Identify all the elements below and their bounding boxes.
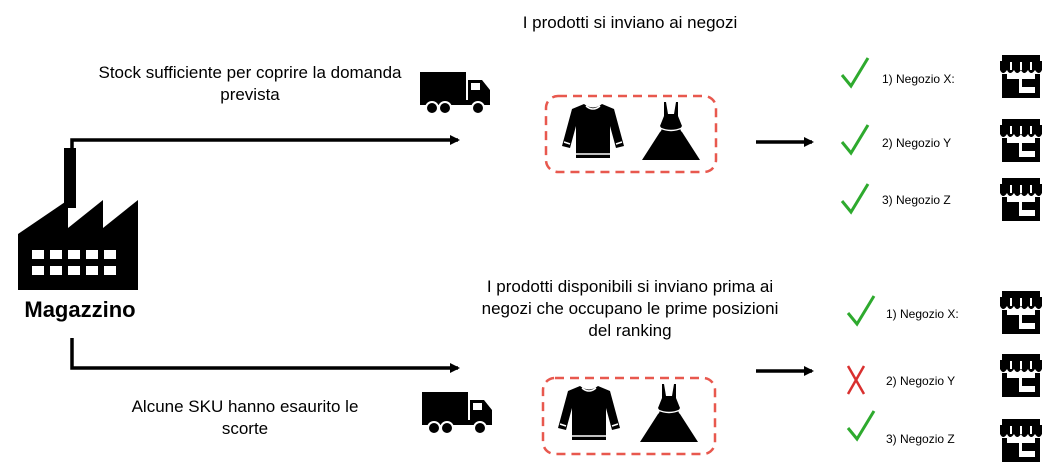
- store-label: 3) Negozio Z: [882, 193, 951, 207]
- store-icon: [999, 353, 1043, 398]
- check-icon: [840, 57, 870, 89]
- check-icon: [840, 183, 870, 215]
- sweater-icon-bottom: [557, 385, 621, 441]
- bottom-flow-caption: I prodotti disponibili si inviano prima …: [481, 277, 779, 340]
- store-icon: [999, 290, 1043, 335]
- store-label: 2) Negozio Y: [886, 374, 956, 388]
- check-icon: [840, 124, 870, 156]
- truck-icon-top: [419, 71, 491, 115]
- store-icon: [999, 177, 1043, 222]
- dress-icon-top: [641, 101, 701, 161]
- factory-icon: [18, 148, 138, 290]
- warehouse-label: Magazzino: [24, 297, 136, 322]
- top-products-box: [544, 94, 718, 174]
- store-icon: [999, 418, 1043, 463]
- store-label: 2) Negozio Y: [882, 136, 952, 150]
- check-icon: [846, 295, 876, 327]
- check-icon: [846, 410, 876, 442]
- store-label: 1) Negozio X:: [882, 72, 955, 86]
- dress-icon-bottom: [639, 383, 699, 443]
- cross-icon: [846, 365, 866, 395]
- truck-icon-bottom: [421, 391, 493, 435]
- bottom-flow-condition: Alcune SKU hanno esaurito le scorte: [131, 397, 359, 439]
- store-icon: [999, 54, 1043, 99]
- top-flow-caption: I prodotti si inviano ai negozi: [522, 13, 738, 32]
- top-flow-arrow: [70, 135, 460, 172]
- store-label: 1) Negozio X:: [886, 307, 959, 321]
- bottom-flow-arrow: [70, 338, 460, 373]
- top-flow-condition: Stock sufficiente per coprire la domanda…: [98, 63, 402, 105]
- sweater-icon-top: [561, 103, 625, 159]
- store-icon: [999, 118, 1043, 163]
- store-label: 3) Negozio Z: [886, 432, 955, 446]
